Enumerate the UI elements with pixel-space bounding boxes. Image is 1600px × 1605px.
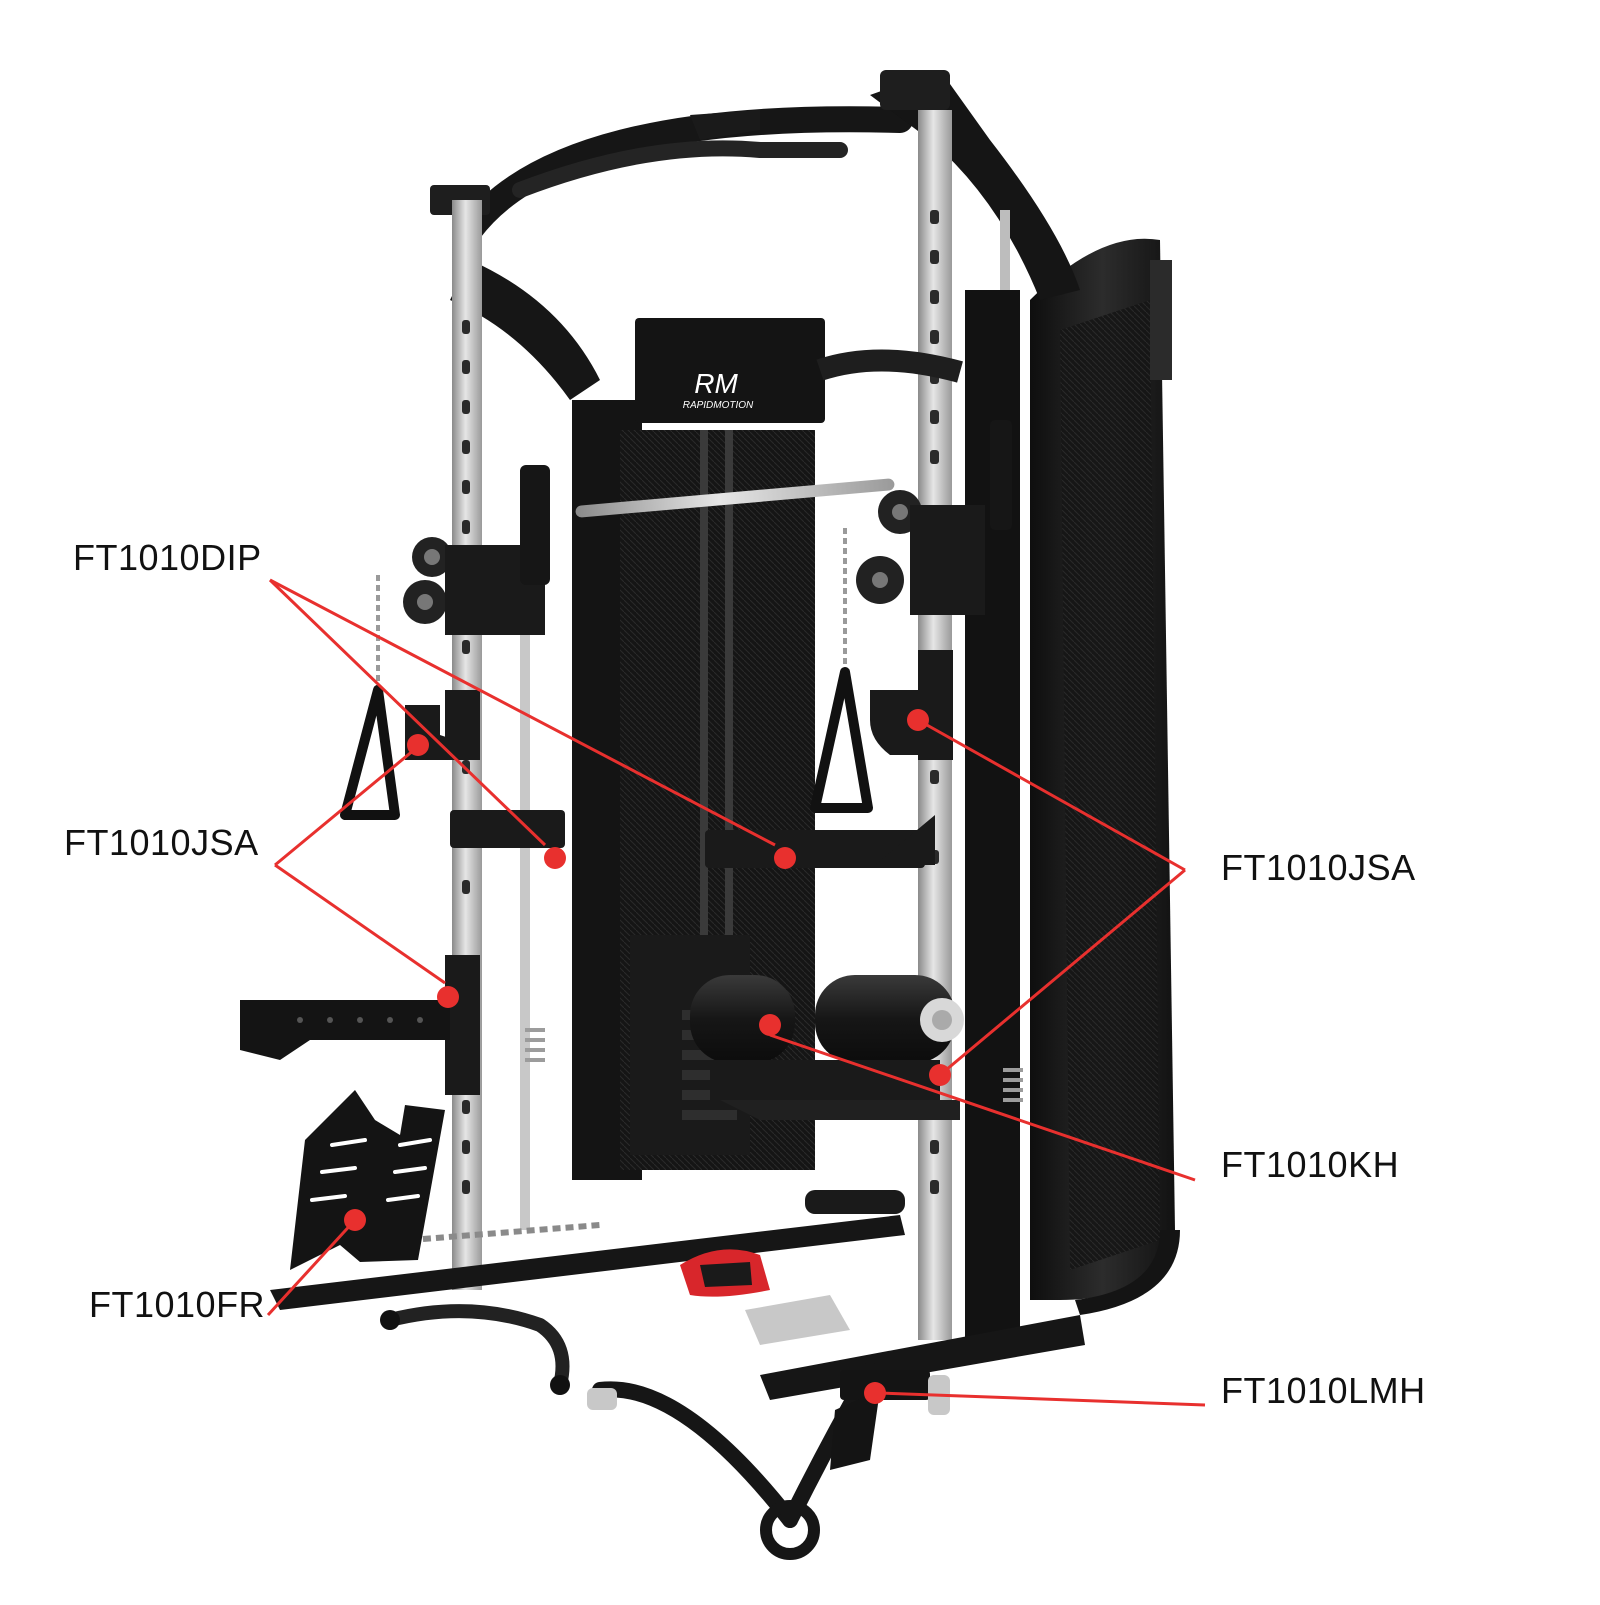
logo-wordmark: RAPIDMOTION bbox=[683, 400, 754, 411]
callout-label-jsa-left: FT1010JSA bbox=[64, 822, 259, 863]
tricep-rope bbox=[380, 1304, 570, 1395]
callout-kh-line bbox=[769, 1033, 1196, 1182]
callout-dot-jsa-right-lower bbox=[929, 1064, 951, 1086]
ankle-strap bbox=[680, 1249, 770, 1297]
callout-fr-line bbox=[266, 1218, 357, 1317]
spotter-arm-left bbox=[240, 1000, 450, 1060]
knee-hold-down-rollers bbox=[690, 975, 964, 1120]
j-hooks-right bbox=[705, 650, 953, 868]
callout-dot-fr bbox=[344, 1209, 366, 1231]
callout-label-lmh: FT1010LMH bbox=[1221, 1370, 1426, 1411]
center-weight-stack bbox=[572, 318, 963, 1180]
callout-dot-jsa-left-lower bbox=[437, 986, 459, 1008]
v-bar-handle bbox=[745, 1295, 850, 1345]
callout-label-kh: FT1010KH bbox=[1221, 1144, 1400, 1185]
weight-stack-shroud-right bbox=[1030, 238, 1175, 1300]
callout-dot-lmh bbox=[864, 1382, 886, 1404]
callout-dip-lines bbox=[268, 578, 776, 847]
foot-plate bbox=[290, 1090, 445, 1270]
callout-dot-dip-left bbox=[544, 847, 566, 869]
callout-dot-kh bbox=[759, 1014, 781, 1036]
logo-mark: RM bbox=[694, 368, 738, 399]
carriage-springs bbox=[525, 1028, 1023, 1102]
callout-dot-jsa-left-upper bbox=[407, 734, 429, 756]
right-pulley-carriage bbox=[856, 420, 1012, 615]
stirrup-handle-left bbox=[340, 685, 400, 820]
landmine-handle bbox=[587, 1362, 950, 1560]
callout-lines bbox=[266, 578, 1206, 1407]
callout-dots bbox=[344, 709, 951, 1404]
left-pulley-carriage bbox=[403, 465, 550, 635]
callout-label-fr: FT1010FR bbox=[89, 1284, 266, 1325]
callout-label-jsa-right: FT1010JSA bbox=[1221, 847, 1416, 888]
handle-chains bbox=[376, 528, 847, 690]
callout-label-dip: FT1010DIP bbox=[73, 537, 262, 578]
rapidmotion-logo: RM RAPIDMOTION bbox=[683, 368, 754, 411]
callout-jsa-left-lines bbox=[274, 743, 446, 985]
callout-dot-jsa-right-upper bbox=[907, 709, 929, 731]
callout-jsa-right-lines bbox=[917, 718, 1186, 1077]
callout-lmh-line bbox=[879, 1391, 1206, 1407]
callout-dot-dip-right bbox=[774, 847, 796, 869]
stirrup-handle-right bbox=[810, 667, 873, 813]
chrome-bar bbox=[575, 478, 895, 518]
